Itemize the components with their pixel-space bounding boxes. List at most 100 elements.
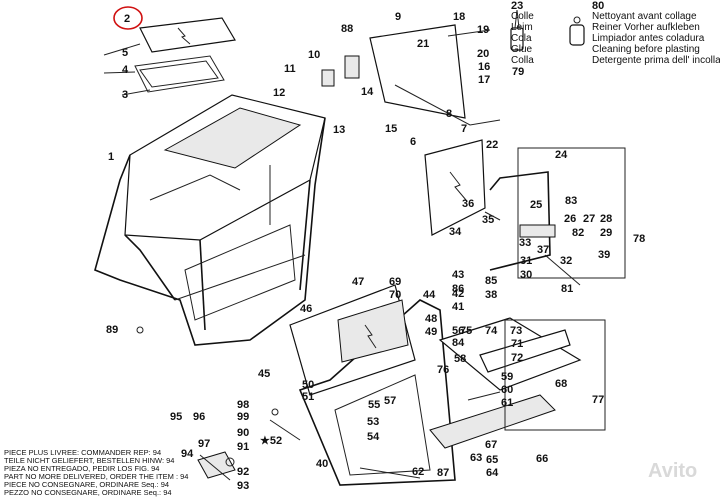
cleaner-bottle-icon: [569, 16, 585, 46]
callout-84: 84: [452, 337, 465, 349]
note-line-5: PIECE NO CONSEGNARE, ORDINARE Seq.: 94: [4, 480, 169, 489]
callout-34: 34: [449, 226, 462, 238]
callout-91: 91: [237, 441, 249, 453]
callout-51: 51: [302, 391, 314, 403]
cab-frame-drawing: [94, 94, 326, 346]
callout-5: 5: [122, 47, 128, 59]
callout-81: 81: [561, 283, 573, 295]
callout-94: 94: [181, 448, 194, 460]
callout-98: 98: [237, 399, 249, 411]
callout-61: 61: [501, 397, 513, 409]
glue-legend: 23 Colle Leim Cola Glue Colla: [511, 0, 534, 66]
callout-96: 96: [193, 411, 205, 423]
callout-16: 16: [478, 61, 490, 73]
callout-32: 32: [560, 255, 572, 267]
callout-78: 78: [633, 233, 645, 245]
callout-63: 63: [470, 452, 482, 464]
callout-1: 1: [108, 151, 114, 163]
callout-70: 70: [389, 289, 401, 301]
callout-90: 90: [237, 427, 249, 439]
callout-82: 82: [572, 227, 584, 239]
callout-50: 50: [302, 379, 314, 391]
callout-38: 38: [485, 289, 497, 301]
part-2-marker: 2: [113, 6, 143, 30]
callout-31: 31: [520, 255, 532, 267]
callout-73: 73: [510, 325, 522, 337]
callout-99: 99: [237, 411, 249, 423]
callout-18: 18: [453, 11, 465, 23]
callout-4: 4: [122, 64, 129, 76]
callout-46: 46: [300, 303, 312, 315]
callout-44: 44: [423, 289, 436, 301]
callout-47: 47: [352, 276, 364, 288]
cleaner-line-5: Detergente prima dell' incollaggio: [592, 55, 720, 66]
callout-56: 56: [452, 325, 464, 337]
callout-95: 95: [170, 411, 182, 423]
glue-line-5: Colla: [511, 55, 534, 66]
callout-53: 53: [367, 416, 379, 428]
callout-92: 92: [237, 466, 249, 478]
windshield-glass-drawing: [103, 17, 236, 96]
callout-15: 15: [385, 123, 397, 135]
callout-35: 35: [482, 214, 494, 226]
callout-86: 86: [452, 283, 464, 295]
callout-74: 74: [485, 325, 498, 337]
glue-line-4: Glue: [511, 44, 533, 55]
glue-bottle-icon: [510, 9, 524, 51]
callout-65: 65: [486, 454, 498, 466]
callout-79: 79: [512, 66, 524, 78]
star-52-label: ★52: [260, 435, 282, 447]
callout-57: 57: [384, 395, 396, 407]
part-callouts: 1345678910111213141516171819202122242526…: [106, 11, 645, 492]
callout-26: 26: [564, 213, 576, 225]
rear-window-drawing: [321, 24, 501, 126]
callout-83: 83: [565, 195, 577, 207]
callout-68: 68: [555, 378, 567, 390]
callout-49: 49: [425, 326, 437, 338]
callout-7: 7: [461, 123, 467, 135]
callout-69: 69: [389, 276, 401, 288]
callout-20: 20: [477, 48, 489, 60]
callout-40: 40: [316, 458, 328, 470]
callout-28: 28: [600, 213, 612, 225]
callout-10: 10: [308, 49, 320, 61]
callout-30: 30: [520, 269, 532, 281]
callout-17: 17: [478, 74, 490, 86]
callout-72: 72: [511, 352, 523, 364]
callout-85: 85: [485, 275, 497, 287]
door-glass-drawing: [424, 139, 626, 286]
callout-77: 77: [592, 394, 604, 406]
callout-76: 76: [437, 364, 449, 376]
callout-33: 33: [519, 237, 531, 249]
note-line-4: PART NO MORE DELIVERED, ORDER THE ITEM :…: [4, 472, 188, 481]
callout-60: 60: [501, 384, 513, 396]
callout-59: 59: [501, 371, 513, 383]
callout-36: 36: [462, 198, 474, 210]
callout-64: 64: [486, 467, 499, 479]
note-line-6: PEZZO NO CONSEGNARE, ORDINARE Seq.: 94: [4, 488, 172, 497]
callout-97: 97: [198, 438, 210, 450]
callout-9: 9: [395, 11, 401, 23]
cleaner-line-2: Reiner Vorher aufkleben: [592, 22, 700, 33]
callout-54: 54: [367, 431, 380, 443]
callout-88: 88: [341, 23, 353, 35]
callout-12: 12: [273, 87, 285, 99]
lower-panel-drawing: [429, 317, 606, 449]
note-line-2: TEILE NICHT GELIEFERT, BESTELLEN HINW: 9…: [4, 456, 174, 465]
callout-14: 14: [361, 86, 374, 98]
cleaner-line-1: Nettoyant avant collage: [592, 11, 697, 22]
callout-41: 41: [452, 301, 464, 313]
watermark: Avito: [648, 460, 697, 482]
cleaner-legend: 80 Nettoyant avant collage Reiner Vorher…: [592, 0, 720, 66]
callout-6: 6: [410, 136, 416, 148]
callout-48: 48: [425, 313, 437, 325]
callout-55: 55: [368, 399, 380, 411]
callout-42: 42: [452, 288, 464, 300]
glue-line-3: Cola: [511, 33, 532, 44]
cleaner-line-3: Limpiador antes coladura: [592, 33, 705, 44]
callout-89: 89: [106, 324, 118, 336]
callout-93: 93: [237, 480, 249, 492]
callout-37: 37: [537, 244, 549, 256]
callout-58: 58: [454, 353, 466, 365]
